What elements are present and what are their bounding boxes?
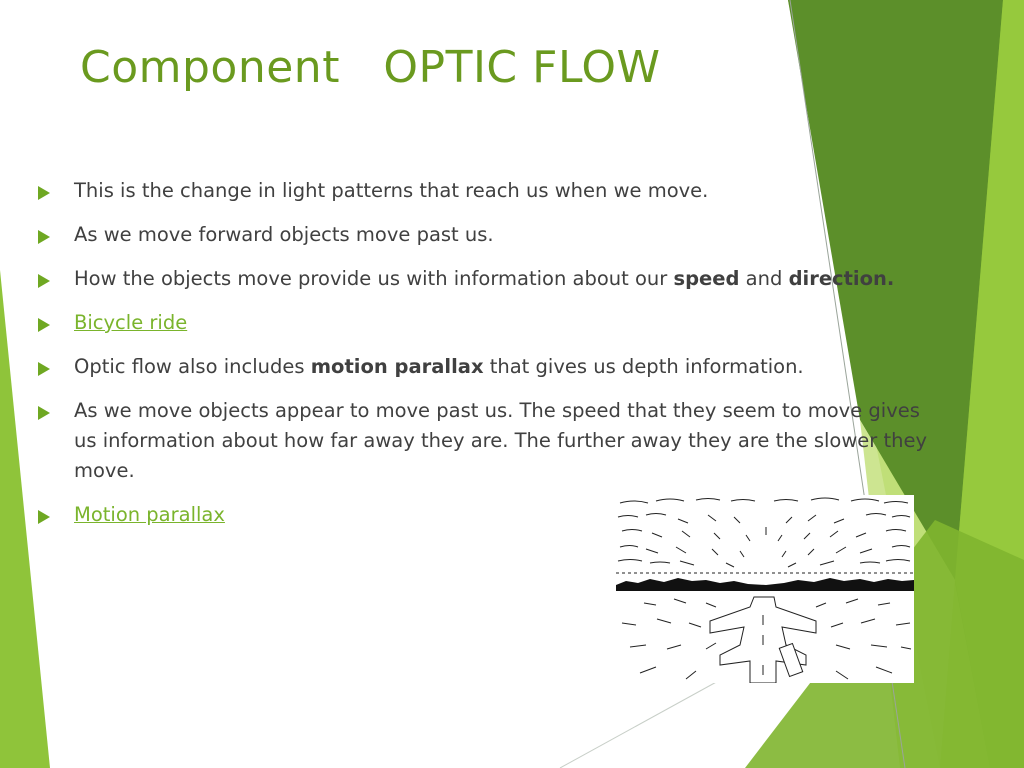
bullet-item: This is the change in light patterns tha… (38, 176, 938, 206)
sky-strokes (616, 497, 914, 574)
bold-term-direction: direction. (788, 267, 895, 290)
bullet-item: As we move objects appear to move past u… (38, 396, 938, 486)
optic-flow-sketch-icon (616, 495, 914, 683)
slide-title: Component OPTIC FLOW (80, 42, 661, 93)
bullet-arrow-icon (38, 510, 50, 524)
bullet-text: that gives us depth information. (483, 355, 804, 378)
bicycle-ride-link[interactable]: Bicycle ride (74, 311, 188, 334)
bullet-arrow-icon (38, 318, 50, 332)
bullet-arrow-icon (38, 274, 50, 288)
left-wedge (0, 270, 50, 768)
bullet-arrow-icon (38, 362, 50, 376)
motion-parallax-link[interactable]: Motion parallax (74, 503, 225, 526)
bullet-text: How the objects move provide us with inf… (74, 267, 674, 290)
bullet-arrow-icon (38, 230, 50, 244)
horizon-mountains (616, 578, 914, 591)
right-band-dark (788, 0, 1003, 580)
bullet-arrow-icon (38, 186, 50, 200)
bullet-text: As we move forward objects move past us. (74, 223, 494, 246)
bullet-item: Optic flow also includes motion parallax… (38, 352, 938, 382)
bullet-text: As we move objects appear to move past u… (74, 399, 928, 482)
bullet-item: As we move forward objects move past us. (38, 220, 938, 250)
guide-line (559, 679, 721, 768)
bullet-text: Optic flow also includes (74, 355, 311, 378)
bullet-text: and (739, 267, 789, 290)
bullet-item: How the objects move provide us with inf… (38, 264, 938, 294)
bullet-item: Motion parallax (38, 500, 938, 530)
ground-arrows (621, 598, 912, 680)
bullet-text: This is the change in light patterns tha… (74, 179, 709, 202)
bold-term-speed: speed (673, 267, 740, 290)
bullet-item: Bicycle ride (38, 308, 938, 338)
bullet-arrow-icon (38, 406, 50, 420)
bold-term-motion-parallax: motion parallax (310, 355, 484, 378)
bullet-list: This is the change in light patterns tha… (38, 176, 938, 544)
